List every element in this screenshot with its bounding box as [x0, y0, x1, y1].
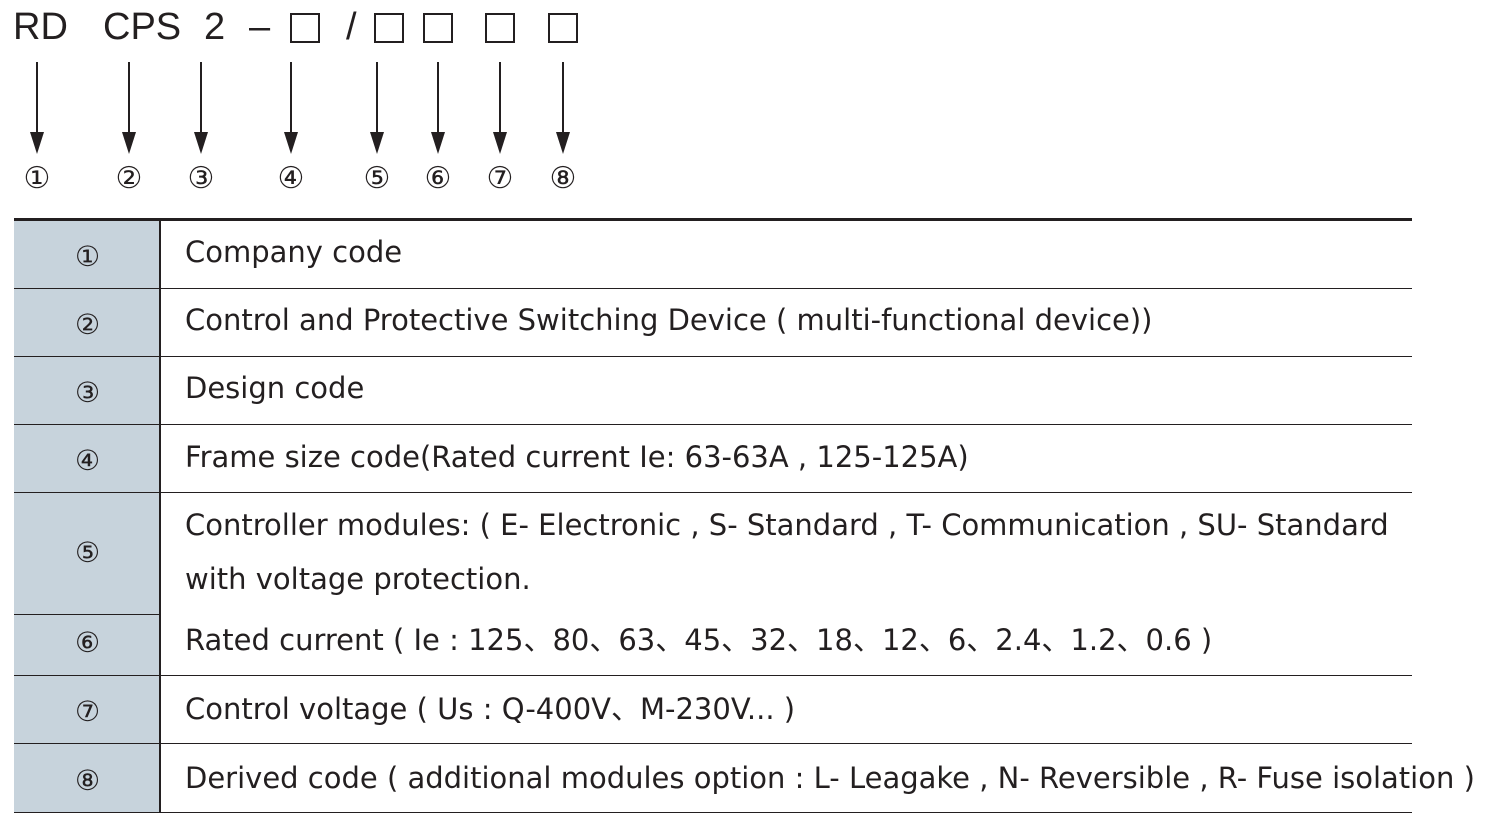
row-description: Rated current ( Ie : 125、80、63、45、32、18、…: [185, 623, 1213, 657]
code-slot-derived: [548, 13, 578, 43]
row-number-cell: ⑦: [14, 676, 161, 744]
code-design: 2: [204, 6, 226, 48]
marker-2: ②: [115, 161, 143, 196]
marker-3: ③: [187, 161, 215, 196]
table-row: ⑧ Derived code ( additional modules opti…: [14, 744, 1475, 813]
row-number-cell: ④: [14, 425, 161, 493]
arrow-2: [122, 62, 136, 154]
row-number: ⑥: [74, 626, 101, 659]
row-divider: [14, 491, 1412, 493]
arrow-7: [493, 62, 507, 154]
row-number: ①: [74, 240, 101, 273]
table-row: ④ Frame size code(Rated current Ie: 63-6…: [14, 425, 1412, 493]
row-number: ②: [74, 308, 101, 341]
marker-5: ⑤: [363, 161, 391, 196]
marker-4: ④: [277, 161, 305, 196]
arrow-4: [284, 62, 298, 154]
row-number: ⑦: [74, 695, 101, 728]
row-number: ④: [74, 444, 101, 477]
arrow-6: [431, 62, 445, 154]
row-number-cell: ①: [14, 221, 161, 289]
row-divider: [14, 287, 1412, 289]
marker-8: ⑧: [549, 161, 577, 196]
marker-7: ⑦: [486, 161, 514, 196]
row-number: ③: [74, 376, 101, 409]
row-divider: [14, 811, 1412, 813]
table-row: ⑦ Control voltage ( Us : Q-400V、M-230V..…: [14, 676, 1412, 744]
code-slot-frame-size: [290, 13, 320, 43]
arrow-3: [194, 62, 208, 154]
arrow-1: [30, 62, 44, 154]
table-row: ③ Design code: [14, 357, 1412, 425]
code-slot-controller: [374, 13, 404, 43]
marker-6: ⑥: [424, 161, 452, 196]
code-slot-rated-current: [423, 13, 453, 43]
row-number-cell: ②: [14, 289, 161, 357]
code-company: RD: [13, 6, 68, 48]
row-description: Control voltage ( Us : Q-400V、M-230V... …: [185, 692, 796, 726]
row-divider: [14, 423, 1412, 425]
row-divider: [14, 613, 161, 615]
table-row: ⑤ Controller modules: ( E- Electronic , …: [14, 493, 1412, 615]
row-number: ⑧: [74, 764, 101, 797]
row-description: Derived code ( additional modules option…: [185, 761, 1475, 795]
code-dash: –: [249, 6, 271, 48]
table-top-rule: [14, 218, 1412, 221]
table-row: ① Company code: [14, 221, 1412, 289]
row-description: Frame size code(Rated current Ie: 63-63A…: [185, 440, 969, 474]
row-description: Company code: [185, 235, 403, 269]
row-divider: [14, 674, 1412, 676]
row-description-line-1: Controller modules: ( E- Electronic , S-…: [185, 508, 1389, 542]
table-row: ② Control and Protective Switching Devic…: [14, 289, 1412, 357]
row-divider: [14, 355, 1412, 357]
row-number-cell: ⑥: [14, 615, 161, 676]
row-number-cell: ③: [14, 357, 161, 425]
row-number-cell: ⑤: [14, 493, 161, 615]
marker-1: ①: [23, 161, 51, 196]
row-divider: [14, 742, 1412, 744]
code-product: CPS: [103, 6, 182, 48]
row-description: Control and Protective Switching Device …: [185, 303, 1153, 337]
row-number: ⑤: [74, 536, 101, 569]
row-number-cell: ⑧: [14, 744, 161, 813]
arrow-8: [556, 62, 570, 154]
row-description: Design code: [185, 371, 365, 405]
row-description-line-2: with voltage protection.: [185, 562, 531, 596]
arrow-5: [370, 62, 384, 154]
code-slash: /: [346, 6, 357, 48]
code-slot-control-voltage: [485, 13, 515, 43]
table-row: ⑥ Rated current ( Ie : 125、80、63、45、32、1…: [14, 615, 1412, 676]
